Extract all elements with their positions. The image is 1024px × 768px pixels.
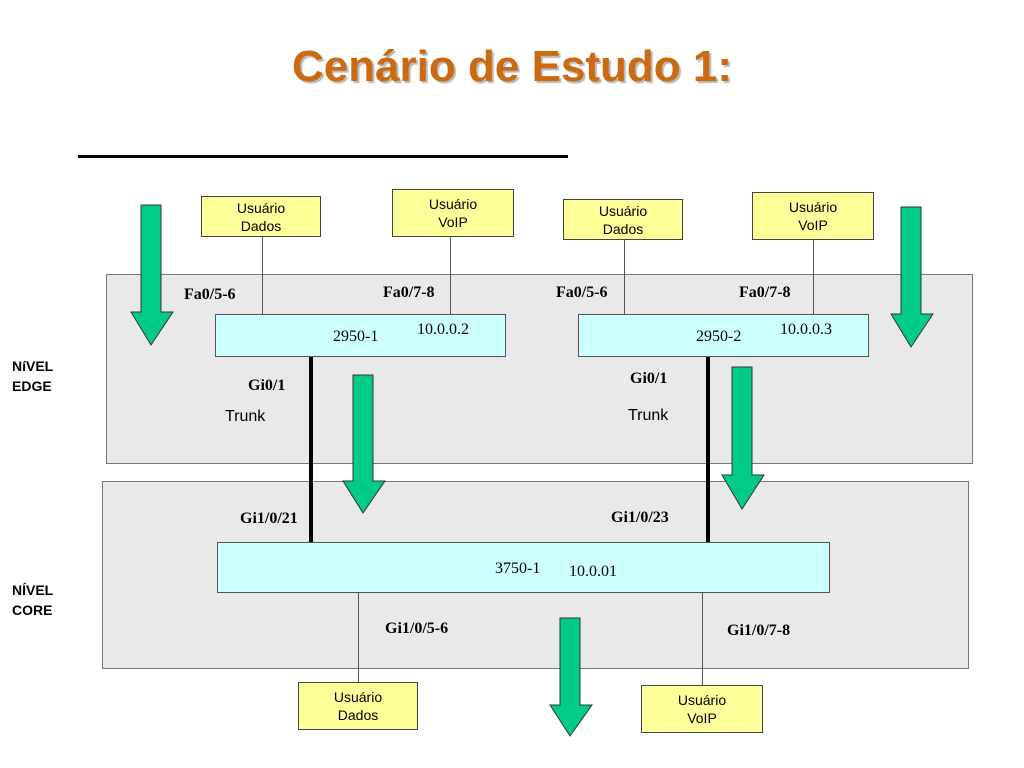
port-label-sw1-data: Fa0/5-6 — [184, 286, 236, 303]
down-arrow-icon — [549, 617, 593, 737]
port-label-sw2-data: Fa0/5-6 — [556, 284, 608, 301]
port-label-core-left: Gi1/0/21 — [240, 510, 298, 527]
user-box-line2: VoIP — [798, 217, 828, 233]
port-label-sw1-voip: Fa0/7-8 — [383, 284, 435, 301]
user-box-line1: Usuário — [236, 199, 286, 216]
trunk-label-2: Trunk — [628, 407, 669, 424]
switch-3750-1-name: 3750-1 — [495, 560, 541, 577]
core-data-link — [358, 592, 359, 684]
user-voip-2-link — [813, 240, 814, 314]
user-box-line1: Usuário — [677, 692, 727, 708]
port-label-sw1-uplink: Gi0/1 — [248, 377, 286, 394]
user-box-line1: Usuário — [333, 689, 383, 705]
port-label-core-right: Gi1/0/23 — [611, 509, 669, 526]
core-voip-link — [702, 592, 703, 686]
user-voip-box-2: Usuário VoIP — [752, 192, 874, 240]
core-level-label: NÍVEL CORE — [12, 580, 53, 620]
trunk-link-1 — [309, 356, 313, 542]
switch-3750-1 — [217, 542, 830, 593]
user-box-line2: Dados — [602, 220, 644, 237]
user-box-line2: VoIP — [687, 710, 717, 726]
port-label-sw2-uplink: Gi0/1 — [630, 370, 668, 387]
switch-2950-2-name: 2950-2 — [696, 328, 742, 345]
port-label-core-data: Gi1/0/5-6 — [385, 620, 449, 637]
down-arrow-icon — [721, 366, 765, 510]
port-label-core-voip: Gi1/0/7-8 — [727, 622, 791, 639]
user-box-line1: Usuário — [428, 196, 478, 212]
user-data-1-link — [262, 236, 263, 314]
user-voip-box-3: Usuário VoIP — [641, 685, 763, 733]
core-level-label-line1: NÍVEL — [12, 582, 54, 598]
user-voip-1-link — [450, 237, 451, 314]
trunk-link-2 — [706, 356, 710, 542]
user-data-box-2: Usuário Dados — [563, 199, 683, 240]
edge-level-panel — [106, 274, 973, 464]
edge-level-label: NíVEL EDGE — [12, 356, 53, 396]
trunk-label-1: Trunk — [225, 408, 266, 425]
down-arrow-icon — [342, 374, 386, 514]
down-arrow-icon — [890, 206, 934, 348]
switch-2950-1-ip: 10.0.0.2 — [400, 318, 486, 342]
switch-2950-2-ip: 10.0.0.3 — [763, 318, 849, 342]
user-data-box-3: Usuário Dados — [298, 682, 418, 730]
user-voip-box-1: Usuário VoIP — [392, 189, 514, 237]
title-underline — [78, 155, 568, 158]
switch-3750-1-ip: 10.0.01 — [557, 560, 629, 584]
user-box-line2: Dados — [240, 217, 282, 234]
user-box-line2: VoIP — [438, 214, 468, 230]
page-title: Cenário de Estudo 1: — [291, 42, 733, 91]
user-box-line2: Dados — [337, 707, 379, 723]
user-box-line1: Usuário — [788, 199, 838, 215]
down-arrow-icon — [130, 204, 174, 346]
user-data-box-1: Usuário Dados — [201, 196, 321, 237]
switch-2950-1-name: 2950-1 — [333, 328, 379, 345]
port-label-sw2-voip: Fa0/7-8 — [739, 284, 791, 301]
edge-level-label-line2: EDGE — [12, 378, 52, 394]
core-level-label-line2: CORE — [12, 602, 53, 618]
user-box-line1: Usuário — [598, 202, 648, 219]
edge-level-label-line1: NíVEL — [12, 358, 54, 374]
user-data-2-link — [624, 240, 625, 314]
